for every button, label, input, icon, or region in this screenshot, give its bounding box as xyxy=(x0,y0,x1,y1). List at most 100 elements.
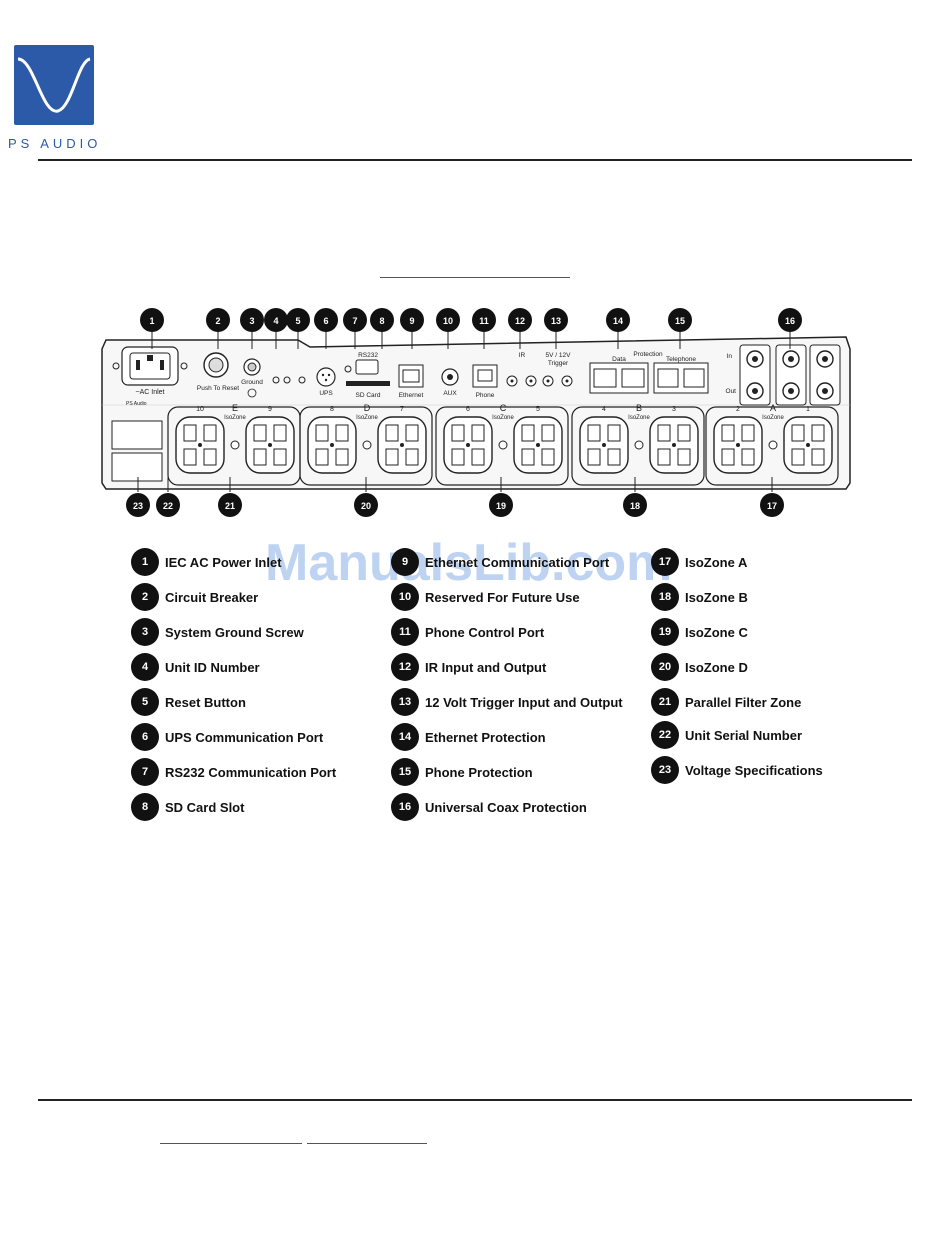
circuit-breaker: Push To Reset xyxy=(197,352,239,392)
legend-number-badge: 5 xyxy=(131,688,159,716)
legend-number-badge: 13 xyxy=(391,688,419,716)
zone-isozone-label: IsoZone xyxy=(762,415,784,421)
ground-symbol-icon xyxy=(247,388,257,398)
legend-number-badge: 9 xyxy=(391,548,419,576)
callout-9: 9 xyxy=(400,308,424,349)
legend-number-badge: 23 xyxy=(651,756,679,784)
legend-number-badge: 22 xyxy=(651,721,679,749)
heading-underline xyxy=(380,277,570,278)
legend-label: System Ground Screw xyxy=(165,624,304,640)
legend-label: IsoZone A xyxy=(685,554,748,570)
ups-label: UPS xyxy=(319,390,333,397)
svg-text:20: 20 xyxy=(361,501,371,511)
svg-text:4: 4 xyxy=(273,316,278,326)
legend-number-badge: 11 xyxy=(391,618,419,646)
aux-port: AUX xyxy=(441,368,459,397)
legend-label: 12 Volt Trigger Input and Output xyxy=(425,694,623,710)
svg-text:2: 2 xyxy=(215,316,220,326)
svg-text:3: 3 xyxy=(249,316,254,326)
svg-text:21: 21 xyxy=(225,501,235,511)
svg-text:5: 5 xyxy=(295,316,300,326)
phone-label: Phone xyxy=(476,392,495,399)
rear-panel-diagram: ~AC Inlet Push To Reset Ground UPS RS232… xyxy=(101,308,851,517)
legend-label: Reserved For Future Use xyxy=(425,589,580,605)
outlet xyxy=(245,416,295,474)
callout-17: 17 xyxy=(760,477,784,517)
zone-isozone-label: IsoZone xyxy=(356,415,378,421)
callout-20: 20 xyxy=(354,477,378,517)
legend-label: UPS Communication Port xyxy=(165,729,324,745)
ground-label: Ground xyxy=(241,379,263,386)
ac-inlet-label: ~AC Inlet xyxy=(136,389,165,396)
legend-item-10: 10 Reserved For Future Use xyxy=(391,582,580,612)
callout-13: 13 xyxy=(544,308,568,349)
outlet-number: 8 xyxy=(330,406,334,413)
reset-button-hole xyxy=(298,376,306,384)
sine-wave-icon xyxy=(17,57,91,113)
outlet-number: 9 xyxy=(268,406,272,413)
callout-11: 11 xyxy=(472,308,496,349)
legend-number-badge: 19 xyxy=(651,618,679,646)
trigger-ports: 5V / 12V Trigger xyxy=(542,352,573,387)
legend-label: Phone Protection xyxy=(425,764,533,780)
svg-text:9: 9 xyxy=(409,316,414,326)
footer-line-right xyxy=(307,1143,427,1144)
legend-number-badge: 20 xyxy=(651,653,679,681)
svg-text:15: 15 xyxy=(675,316,685,326)
ir-ports: IR xyxy=(506,352,537,387)
coax-out-label: Out xyxy=(726,388,737,395)
watermark: ManualsLib.com xyxy=(265,534,673,592)
svg-text:23: 23 xyxy=(133,501,143,511)
outlet-number: 3 xyxy=(672,406,676,413)
legend-label: SD Card Slot xyxy=(165,799,245,815)
svg-text:11: 11 xyxy=(479,316,489,326)
aux-label: AUX xyxy=(443,390,457,397)
svg-text:17: 17 xyxy=(767,501,777,511)
outlet xyxy=(175,416,225,474)
outlet xyxy=(713,416,763,474)
sd-card-slot: SD Card xyxy=(346,381,390,399)
legend-item-17: 17 IsoZone A xyxy=(651,547,747,577)
svg-text:13: 13 xyxy=(551,316,561,326)
ethernet-port: Ethernet xyxy=(398,364,424,399)
svg-text:16: 16 xyxy=(785,316,795,326)
callout-21: 21 xyxy=(218,477,242,517)
protection-panel: Protection Data Telephone xyxy=(589,351,709,394)
zone-letter: D xyxy=(364,403,371,413)
zone-letter: E xyxy=(232,403,238,413)
data-label: Data xyxy=(612,356,626,363)
legend-label: Voltage Specifications xyxy=(685,762,823,778)
callout-4: 4 xyxy=(264,308,288,349)
legend-label: RS232 Communication Port xyxy=(165,764,337,780)
zone-isozone-label: IsoZone xyxy=(628,415,650,421)
legend-number-badge: 18 xyxy=(651,583,679,611)
legend-item-23: 23 Voltage Specifications xyxy=(651,755,823,785)
footer-rule xyxy=(38,1099,912,1101)
outlet-number: 6 xyxy=(466,406,470,413)
coax-protection: In Out xyxy=(726,344,841,406)
svg-text:12: 12 xyxy=(515,316,525,326)
callout-19: 19 xyxy=(489,477,513,517)
protection-label: Protection xyxy=(633,351,663,358)
phone-port: Phone xyxy=(472,364,498,399)
legend-number-badge: 17 xyxy=(651,548,679,576)
callout-7: 7 xyxy=(343,308,367,349)
legend-number-badge: 10 xyxy=(391,583,419,611)
brand-name: PS AUDIO xyxy=(8,136,102,151)
callout-5: 5 xyxy=(286,308,310,349)
zone-isozone-label: IsoZone xyxy=(492,415,514,421)
outlet xyxy=(579,416,629,474)
